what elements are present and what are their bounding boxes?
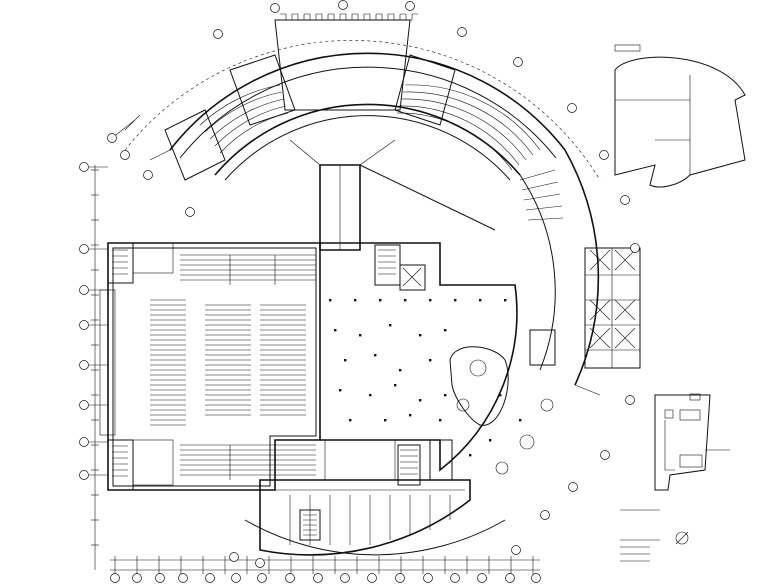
key-plan-top [614,44,746,188]
north-arc-wing [111,13,601,396]
main-reading-hall [99,242,321,491]
scale-bar [689,393,701,401]
dimension-lines [91,165,540,574]
bottom-grid-bubbles [110,573,541,583]
left-grid-bubbles [79,162,108,480]
south-wing [244,479,506,556]
arc-grid-bubbles [107,0,640,568]
atrium-area [320,242,641,486]
legend-block [620,509,689,562]
central-connector [289,139,496,251]
location-plan [654,394,730,491]
